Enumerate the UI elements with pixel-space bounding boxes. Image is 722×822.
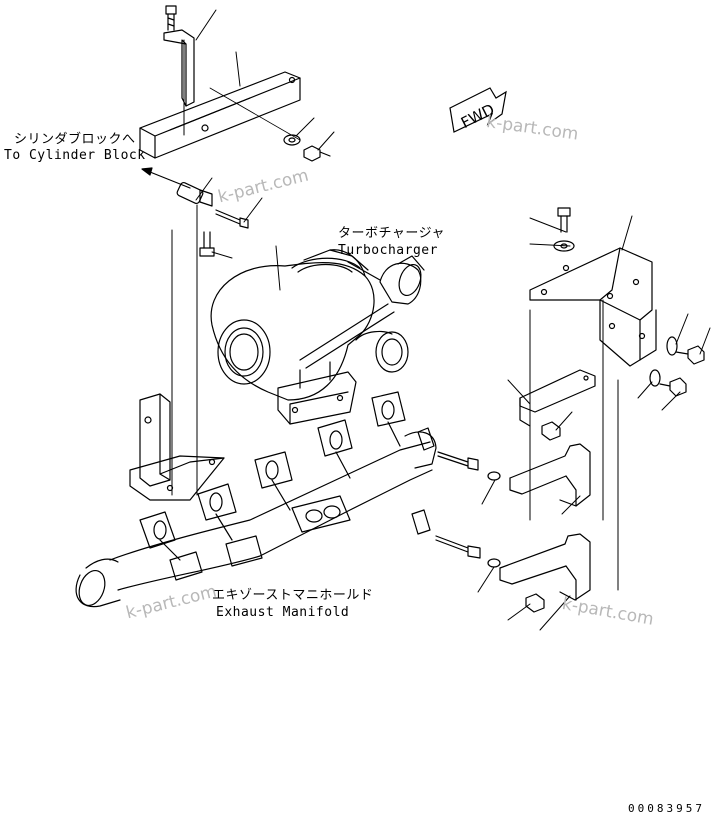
leader-lines: [195, 9, 711, 631]
turbocharger-label-jp: ターボチャージャ: [338, 226, 445, 241]
manifold-stud-lower: [411, 509, 501, 568]
nut-clip: [541, 421, 561, 441]
bolt-right-mid: [659, 345, 705, 397]
top-bolt: [165, 5, 177, 31]
cylinder-block-arrow: [141, 167, 191, 189]
exhaust-manifold-label-en: Exhaust Manifold: [216, 605, 350, 620]
bolt-top-right: [303, 145, 331, 162]
exhaust-manifold-label-jp: エキゾーストマニホールド: [212, 588, 374, 603]
nut-lower: [525, 593, 545, 613]
heat-shield-bracket: [139, 71, 301, 159]
support-stand: [129, 393, 225, 501]
turbocharger: [210, 249, 425, 425]
reference-lines: [171, 39, 619, 591]
cylinder-block-label-en: To Cylinder Block: [4, 148, 146, 163]
clip-upper: [519, 369, 596, 427]
right-plate-bracket: [529, 247, 657, 367]
bolt-mid-left: [215, 209, 249, 229]
bolt-right-top: [557, 207, 571, 233]
manifold-stud-upper: [417, 427, 501, 481]
washer-right-mid: [649, 336, 678, 387]
exhaust-manifold: [75, 391, 437, 608]
clamp-small: [176, 181, 213, 207]
clip-lower: [499, 533, 591, 601]
cylinder-block-label-jp: シリンダブロックへ: [14, 132, 136, 147]
document-number: 00083957: [628, 802, 705, 815]
upper-bracket: [163, 29, 195, 107]
bolt-lower-left: [199, 231, 215, 257]
washer-top: [283, 134, 301, 146]
clip-middle: [509, 443, 591, 507]
turbocharger-label-en: Turbocharger: [338, 243, 438, 258]
fwd-arrow-icon: [449, 87, 507, 133]
